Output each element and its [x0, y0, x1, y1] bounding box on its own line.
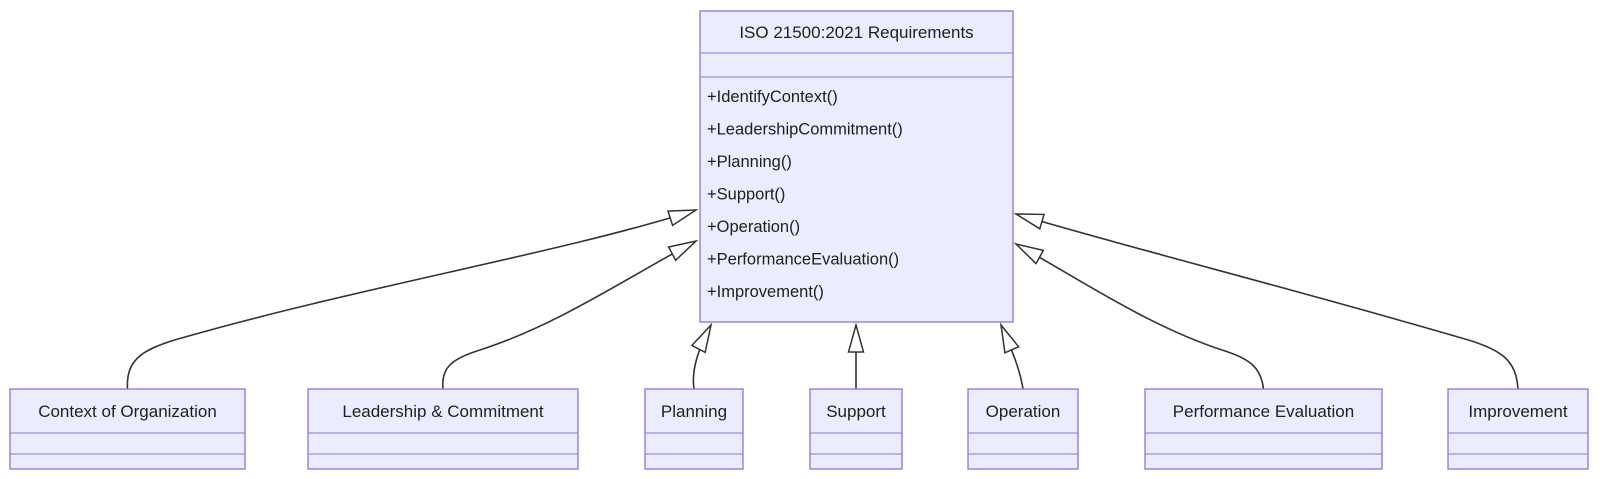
class-node-context-of-organization: Context of Organization — [9, 388, 246, 470]
edge-planning-to-requirements — [690, 322, 713, 390]
method-item: +Planning() — [707, 153, 792, 171]
class-node-support: Support — [809, 388, 903, 470]
class-node-leadership-commitment: Leadership & Commitment — [307, 388, 579, 470]
class-title: Performance Evaluation — [1173, 402, 1354, 421]
method-item: +Operation() — [707, 218, 800, 236]
class-title: ISO 21500:2021 Requirements — [739, 23, 973, 42]
edge-leadership-to-requirements — [441, 239, 699, 390]
class-title: Support — [826, 402, 886, 421]
edge-performance-evaluation-to-requirements — [1013, 242, 1265, 390]
class-title: Leadership & Commitment — [342, 402, 544, 421]
class-box — [699, 10, 1014, 323]
class-node-iso-requirements: ISO 21500:2021 Requirements +IdentifyCon… — [699, 10, 1014, 323]
class-title: Improvement — [1468, 402, 1567, 421]
class-node-planning: Planning — [644, 388, 744, 470]
method-item: +LeadershipCommitment() — [707, 121, 903, 139]
class-box — [809, 388, 903, 470]
edge-operation-to-requirements — [999, 322, 1024, 390]
method-item: +Improvement() — [707, 283, 824, 301]
class-title: Planning — [661, 402, 727, 421]
class-box — [9, 388, 246, 470]
class-box — [644, 388, 744, 470]
method-item: +PerformanceEvaluation() — [707, 251, 899, 269]
class-node-improvement: Improvement — [1447, 388, 1589, 470]
class-box — [1144, 388, 1383, 470]
method-item: +IdentifyContext() — [707, 88, 838, 106]
class-title: Context of Organization — [38, 402, 217, 421]
class-title: Operation — [986, 402, 1061, 421]
method-list: +IdentifyContext() +LeadershipCommitment… — [707, 88, 903, 301]
class-node-performance-evaluation: Performance Evaluation — [1144, 388, 1383, 470]
class-box — [967, 388, 1079, 470]
inheritance-edges — [126, 209, 1519, 390]
edge-improvement-to-requirements — [1013, 213, 1519, 390]
class-box — [1447, 388, 1589, 470]
class-box — [307, 388, 579, 470]
class-node-operation: Operation — [967, 388, 1079, 470]
edge-context-to-requirements — [126, 209, 699, 390]
method-item: +Support() — [707, 186, 785, 204]
